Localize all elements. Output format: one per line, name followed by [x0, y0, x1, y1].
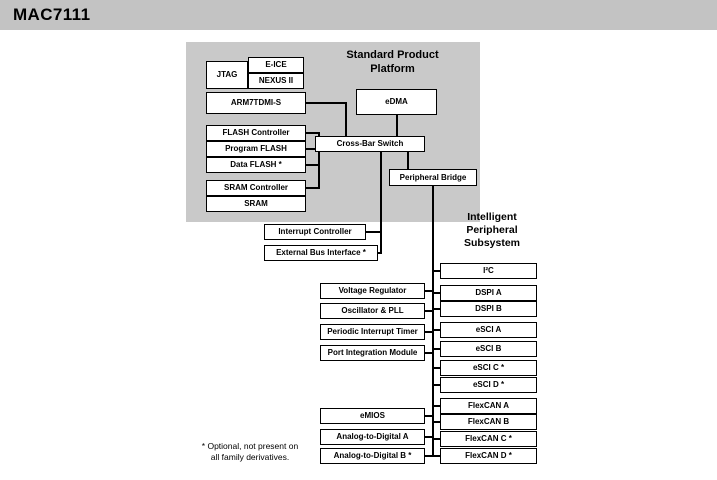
block-interrupt-controller: Interrupt Controller: [264, 224, 366, 240]
connector-line: [424, 415, 433, 417]
connector-line: [306, 148, 319, 150]
block-analog-to-digital-b: Analog-to-Digital B *: [320, 448, 425, 464]
block-jtag: JTAG: [206, 61, 248, 89]
block-edma: eDMA: [356, 89, 437, 115]
connector-line: [366, 231, 381, 233]
connector-line: [432, 438, 441, 440]
block-sram: SRAM: [206, 196, 306, 212]
block-emios: eMIOS: [320, 408, 425, 424]
connector-line: [432, 455, 441, 457]
block-nexus-ii: NEXUS II: [248, 73, 304, 89]
connector-line: [306, 187, 319, 189]
connector-line: [345, 102, 347, 136]
block-external-bus-interface: External Bus Interface *: [264, 245, 378, 261]
connector-line: [378, 252, 382, 254]
connector-line: [306, 164, 319, 166]
connector-line: [396, 115, 398, 136]
block-e-ice: E-ICE: [248, 57, 304, 73]
block-voltage-regulator: Voltage Regulator: [320, 283, 425, 299]
title-bar: MAC7111: [0, 0, 717, 30]
page-title: MAC7111: [13, 5, 91, 24]
block-esci-b: eSCI B: [440, 341, 537, 357]
connector-line: [432, 367, 441, 369]
connector-line: [432, 329, 441, 331]
block-sram-controller: SRAM Controller: [206, 180, 306, 196]
block-dspi-a: DSPI A: [440, 285, 537, 301]
block-flexcan-a: FlexCAN A: [440, 398, 537, 414]
block-periodic-interrupt-timer: Periodic Interrupt Timer: [320, 324, 425, 340]
footnote: * Optional, not present on all family de…: [201, 441, 299, 463]
block-dspi-b: DSPI B: [440, 301, 537, 317]
connector-line: [432, 421, 441, 423]
connector-line: [318, 132, 320, 189]
connector-line: [424, 290, 433, 292]
connector-line: [306, 132, 319, 134]
connector-line: [424, 310, 433, 312]
platform-label: Standard Product Platform: [346, 49, 439, 76]
connector-line: [432, 292, 441, 294]
block-program-flash: Program FLASH: [206, 141, 306, 157]
block-arm7tdmi-s: ARM7TDMI-S: [206, 92, 306, 114]
block-flexcan-c: FlexCAN C *: [440, 431, 537, 447]
block-i2c: I²C: [440, 263, 537, 279]
connector-line: [380, 152, 382, 254]
block-esci-c: eSCI C *: [440, 360, 537, 376]
block-flash-controller: FLASH Controller: [206, 125, 306, 141]
block-esci-d: eSCI D *: [440, 377, 537, 393]
connector-line: [306, 102, 347, 104]
connector-line: [432, 186, 434, 457]
connector-line: [432, 405, 441, 407]
subsystem-label: Intelligent Peripheral Subsystem: [463, 211, 521, 250]
block-port-integration-module: Port Integration Module: [320, 345, 425, 361]
block-flexcan-d: FlexCAN D *: [440, 448, 537, 464]
connector-line: [424, 331, 433, 333]
block-peripheral-bridge: Peripheral Bridge: [389, 169, 477, 186]
connector-line: [432, 270, 441, 272]
block-esci-a: eSCI A: [440, 322, 537, 338]
block-analog-to-digital-a: Analog-to-Digital A: [320, 429, 425, 445]
connector-line: [432, 308, 441, 310]
connector-line: [407, 152, 409, 170]
connector-line: [424, 455, 433, 457]
connector-line: [432, 348, 441, 350]
connector-line: [424, 436, 433, 438]
block-data-flash: Data FLASH *: [206, 157, 306, 173]
block-cross-bar-switch: Cross-Bar Switch: [315, 136, 425, 152]
connector-line: [424, 352, 433, 354]
block-flexcan-b: FlexCAN B: [440, 414, 537, 430]
block-oscillator-pll: Oscillator & PLL: [320, 303, 425, 319]
connector-line: [432, 384, 441, 386]
